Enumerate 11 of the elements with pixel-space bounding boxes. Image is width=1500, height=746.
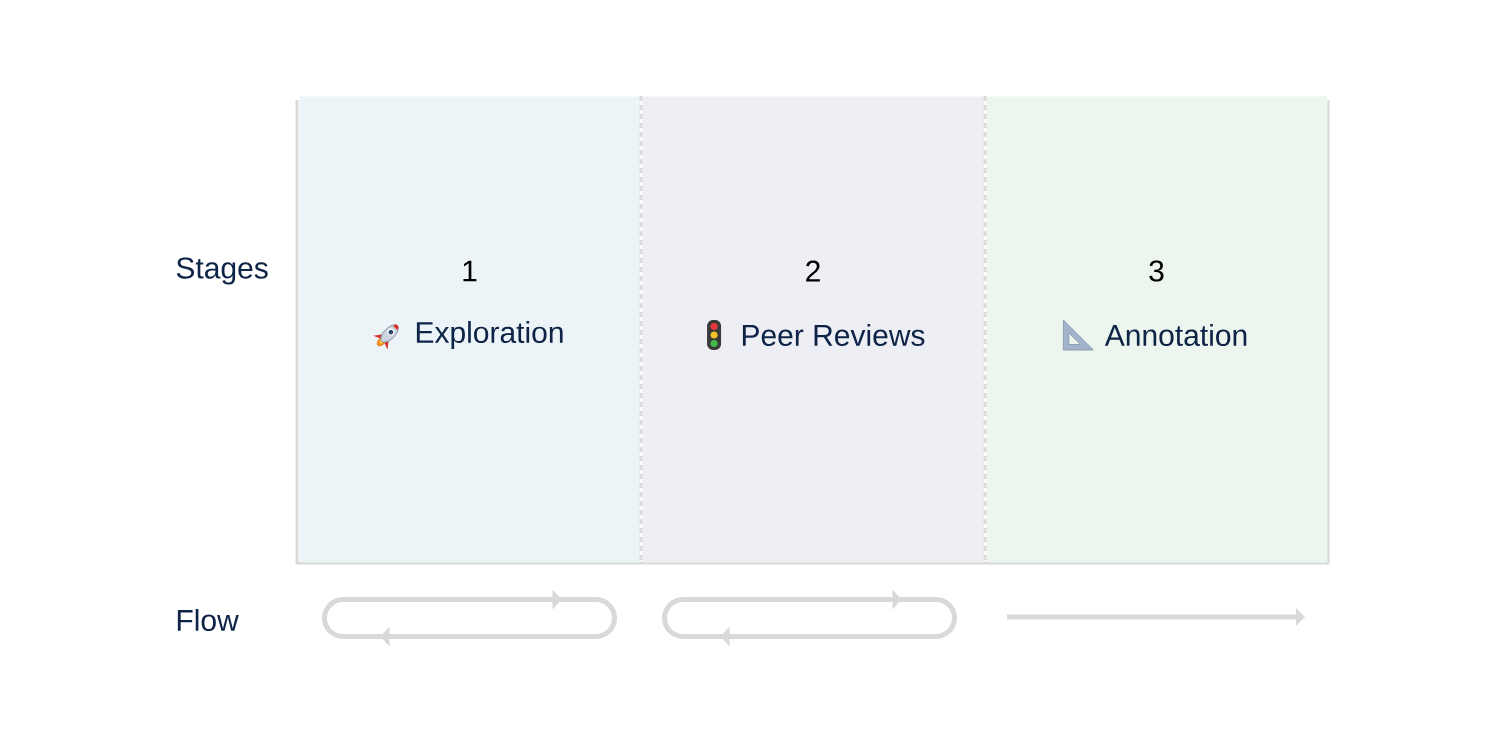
stage-column: [986, 96, 1328, 563]
stage-title: Exploration: [416, 321, 563, 349]
stage-column: [642, 96, 985, 563]
stage-number: 3: [1149, 260, 1164, 282]
stage-number: 2: [806, 260, 820, 282]
stage-number: 1: [463, 260, 477, 282]
row-label: Flow: [177, 609, 239, 631]
stage-title: Peer Reviews: [742, 324, 925, 346]
row-label: Stages: [176, 257, 268, 285]
stage-column: [299, 96, 641, 563]
stage-title: Annotation: [1104, 324, 1247, 346]
